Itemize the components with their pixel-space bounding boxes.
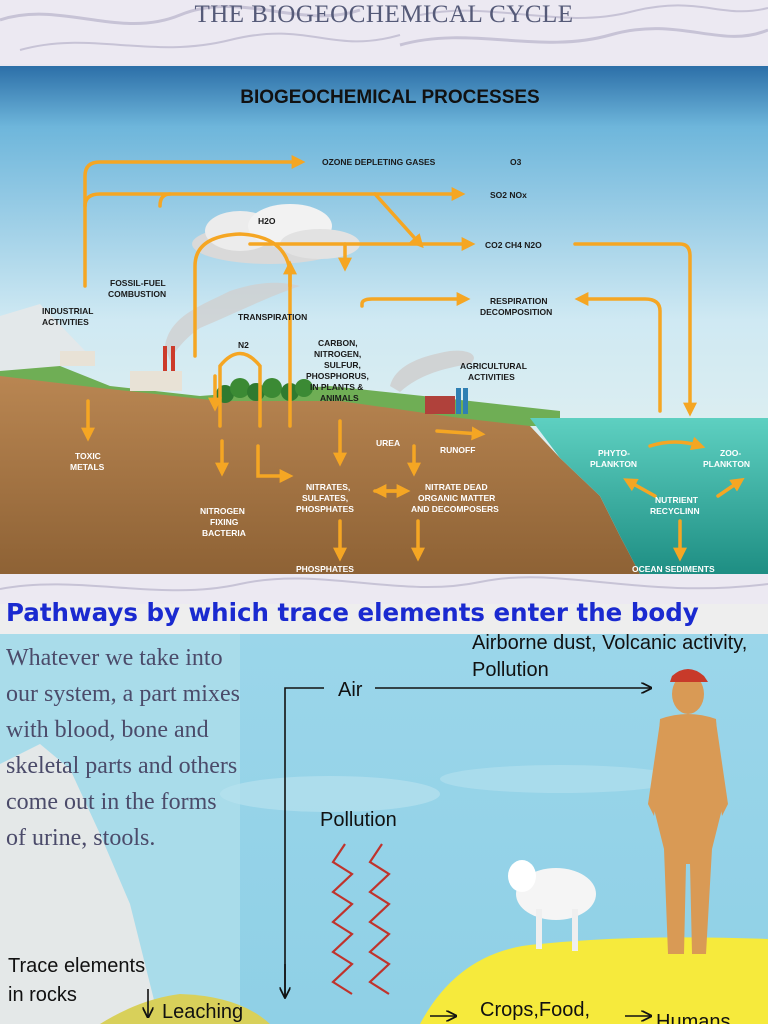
label-carbon-6: ANIMALS <box>320 393 359 403</box>
body-paragraph: Whatever we take into our system, a part… <box>6 645 240 851</box>
label-trace-2: in rocks <box>8 984 77 1006</box>
label-respiration-2: DECOMPOSITION <box>480 307 552 317</box>
label-toxic-2: METALS <box>70 462 105 472</box>
label-phyto-2: PLANKTON <box>590 459 637 469</box>
label-phyto-1: PHYTO- <box>598 448 630 458</box>
label-nutrient-2: RECYCLINN <box>650 506 700 516</box>
label-leaching: Leaching <box>162 1001 243 1023</box>
label-trace-1: Trace elements <box>8 955 145 977</box>
label-fossil-1: FOSSIL-FUEL <box>110 278 166 288</box>
label-carbon-2: NITROGEN, <box>314 349 361 359</box>
label-industrial-2: ACTIVITIES <box>42 317 89 327</box>
label-runoff: RUNOFF <box>440 445 475 455</box>
pathways-diagram: Airborne dust, Volcanic activity, Pollut… <box>0 604 768 1024</box>
label-n2: N2 <box>238 340 249 350</box>
label-urea: UREA <box>376 438 400 448</box>
label-respiration-1: RESPIRATION <box>490 296 547 306</box>
label-phosphates: PHOSPHATES <box>296 564 354 574</box>
slide-title: THE BIOGEOCHEMICAL CYCLE <box>194 1 574 28</box>
label-nitrates-3: PHOSPHATES <box>296 504 354 514</box>
label-co2: CO2 CH4 N2O <box>485 240 542 250</box>
label-h2o: H2O <box>258 216 276 226</box>
biogeochemical-diagram: BIOGEOCHEMICAL PROCESSES OZONE DEPLETING… <box>0 66 768 574</box>
label-agri-1: AGRICULTURAL <box>460 361 527 371</box>
label-carbon-1: CARBON, <box>318 338 358 348</box>
label-zoo-2: PLANKTON <box>703 459 750 469</box>
label-nutrient-1: NUTRIENT <box>655 495 699 505</box>
label-fossil-2: COMBUSTION <box>108 289 166 299</box>
middle-swirl-background <box>0 574 768 604</box>
label-ocean: OCEAN SEDIMENTS <box>632 564 715 574</box>
label-air: Air <box>338 679 363 701</box>
section-subtitle: Pathways by which trace elements enter t… <box>6 598 699 627</box>
label-carbon-3: SULFUR, <box>324 360 361 370</box>
label-nitrates-2: SULFATES, <box>302 493 348 503</box>
label-so2: SO2 NOx <box>490 190 527 200</box>
label-airborne-2: Pollution <box>472 659 549 681</box>
label-industrial-1: INDUSTRIAL <box>42 306 93 316</box>
diagram-title: BIOGEOCHEMICAL PROCESSES <box>240 87 539 108</box>
label-toxic-1: TOXIC <box>75 451 101 461</box>
label-pollution: Pollution <box>320 809 397 831</box>
label-humans: Humans <box>656 1011 730 1024</box>
label-ozone: OZONE DEPLETING GASES <box>322 157 436 167</box>
label-nfix-3: BACTERIA <box>202 528 246 538</box>
label-nfix-2: FIXING <box>210 517 239 527</box>
label-transpiration: TRANSPIRATION <box>238 312 307 322</box>
label-dead-3: AND DECOMPOSERS <box>411 504 499 514</box>
label-o3: O3 <box>510 157 522 167</box>
label-airborne-1: Airborne dust, Volcanic activity, <box>472 632 747 654</box>
label-crops: Crops,Food, <box>480 999 590 1021</box>
label-agri-2: ACTIVITIES <box>468 372 515 382</box>
label-nitrates-1: NITRATES, <box>306 482 350 492</box>
label-dead-2: ORGANIC MATTER <box>418 493 495 503</box>
label-zoo-1: ZOO- <box>720 448 741 458</box>
label-dead-1: NITRATE DEAD <box>425 482 488 492</box>
label-nfix-1: NITROGEN <box>200 506 245 516</box>
label-carbon-4: PHOSPHORUS, <box>306 371 369 381</box>
label-carbon-5: IN PLANTS & <box>310 382 363 392</box>
header-swirl-background <box>0 0 768 64</box>
